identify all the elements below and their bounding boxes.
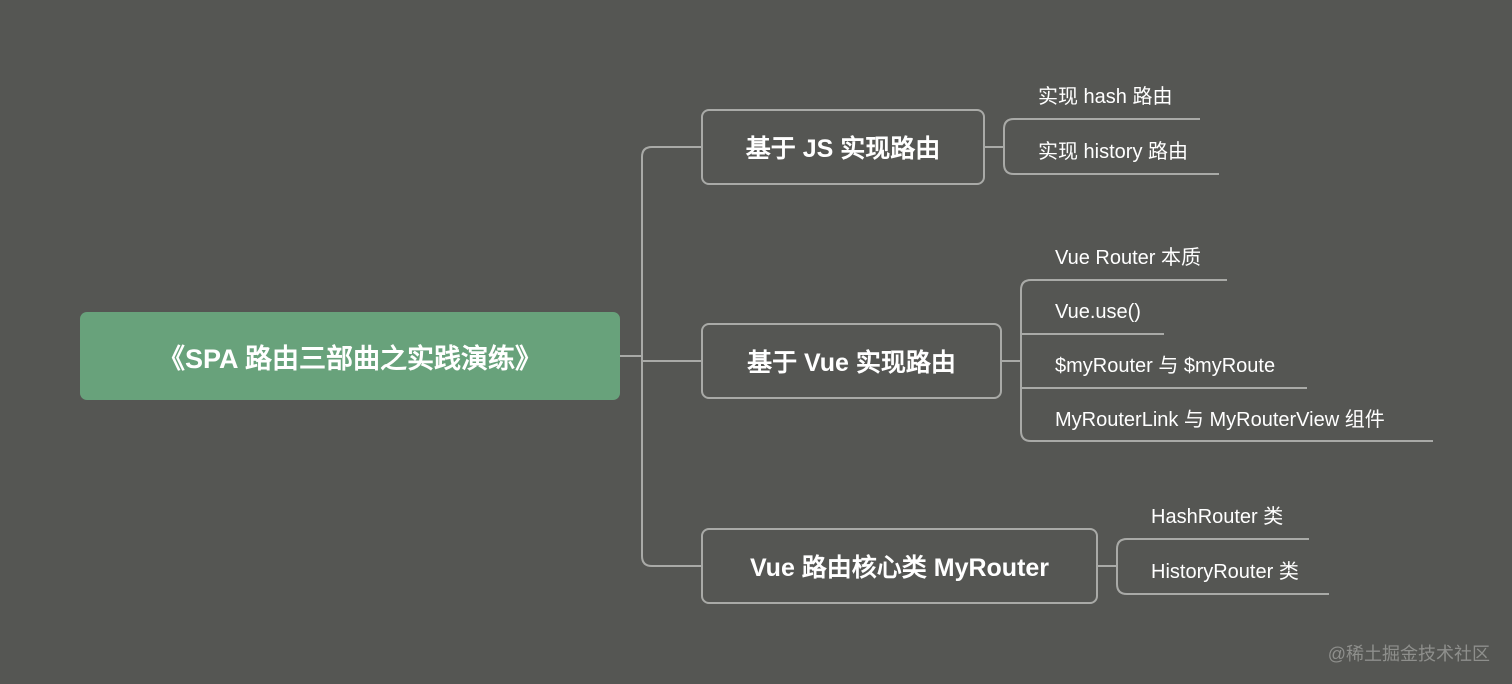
leaf-vue-use-label: Vue.use() xyxy=(1055,301,1141,323)
leaf-historyrouter-class-label: HistoryRouter 类 xyxy=(1151,561,1299,583)
leaf-hash-routing-label: 实现 hash 路由 xyxy=(1038,86,1173,108)
leaf-myrouter-myroute-label: $myRouter 与 $myRoute xyxy=(1055,355,1276,377)
leaf-hash-routing[interactable]: 实现 hash 路由 xyxy=(1038,85,1172,109)
leaf-vue-router-essence[interactable]: Vue Router 本质 xyxy=(1055,246,1201,270)
watermark: @稀土掘金技术社区 xyxy=(1328,640,1490,666)
watermark-text: @稀土掘金技术社区 xyxy=(1327,644,1490,664)
leaf-routerlink-routerview[interactable]: MyRouterLink 与 MyRouterView 组件 xyxy=(1055,408,1385,432)
leaf-vue-use[interactable]: Vue.use() xyxy=(1055,300,1141,324)
leaf-hashrouter-class-label: HashRouter 类 xyxy=(1151,506,1284,528)
leaf-historyrouter-class[interactable]: HistoryRouter 类 xyxy=(1151,560,1299,584)
leaf-myrouter-myroute[interactable]: $myRouter 与 $myRoute xyxy=(1055,354,1275,378)
connector-branch-1-leaves xyxy=(984,118,1015,175)
branch-myrouter-core[interactable]: Vue 路由核心类 MyRouter xyxy=(701,528,1098,604)
branch-js-routing-label: 基于 JS 实现路由 xyxy=(745,135,941,163)
branch-vue-routing[interactable]: 基于 Vue 实现路由 xyxy=(701,323,1002,399)
connector-branch-3-leaves xyxy=(1097,538,1128,595)
leaf-routerlink-routerview-label: MyRouterLink 与 MyRouterView 组件 xyxy=(1055,409,1385,431)
connector-branch-2-leaves xyxy=(1001,279,1032,442)
branch-js-routing[interactable]: 基于 JS 实现路由 xyxy=(701,109,985,185)
branch-myrouter-core-label: Vue 路由核心类 MyRouter xyxy=(749,554,1050,582)
leaf-hashrouter-class[interactable]: HashRouter 类 xyxy=(1151,505,1283,529)
leaf-history-routing[interactable]: 实现 history 路由 xyxy=(1038,140,1188,164)
leaf-vue-router-essence-label: Vue Router 本质 xyxy=(1055,247,1201,269)
branch-vue-routing-label: 基于 Vue 实现路由 xyxy=(747,349,956,377)
root-topic-label: 《SPA 路由三部曲之实践演练》 xyxy=(157,343,542,374)
root-topic[interactable]: 《SPA 路由三部曲之实践演练》 xyxy=(80,312,620,400)
connector-trunk-branch-1 xyxy=(641,146,702,567)
leaf-history-routing-label: 实现 history 路由 xyxy=(1038,141,1189,163)
